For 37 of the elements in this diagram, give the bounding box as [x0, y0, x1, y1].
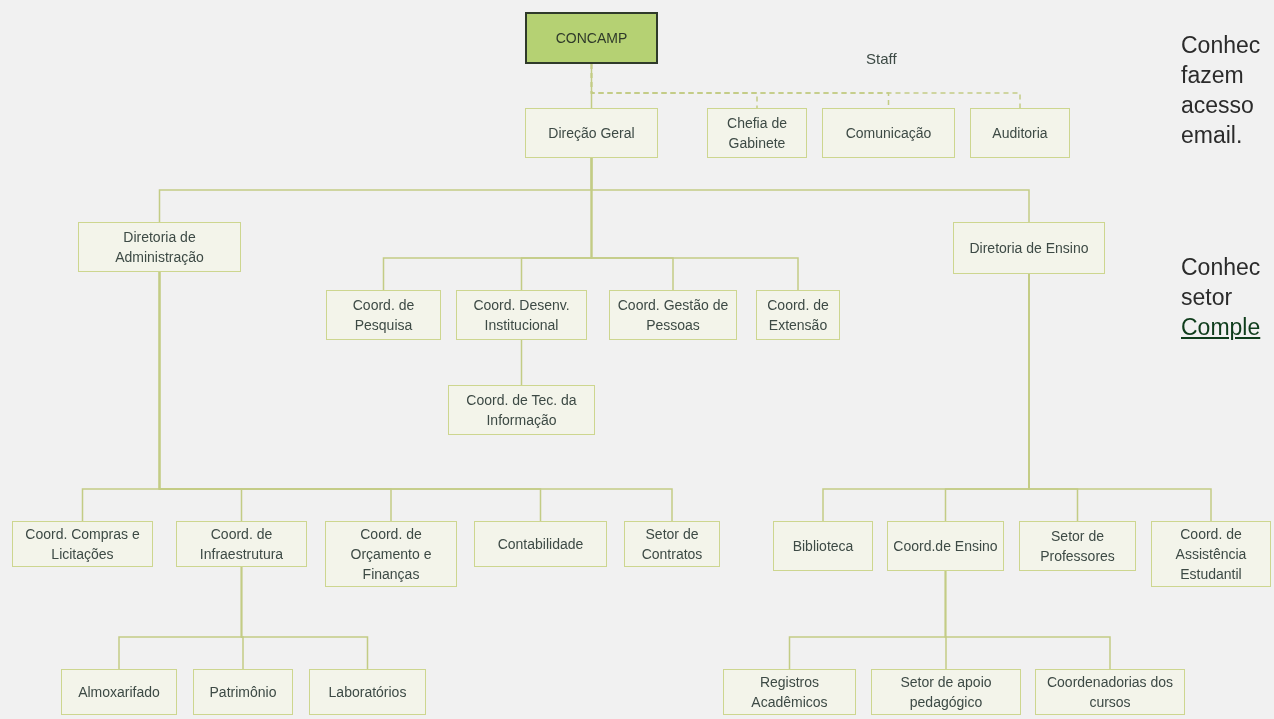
org-box: Setor de apoio pedagógico	[871, 669, 1021, 715]
connector-line	[520, 339, 523, 386]
org-box: Direção Geral	[525, 108, 658, 158]
org-box: Diretoria de Ensino	[953, 222, 1105, 274]
org-box: Coord.de Ensino	[887, 521, 1004, 571]
connector-line	[240, 566, 369, 670]
org-box: Coord. Gestão de Pessoas	[609, 290, 737, 340]
org-box: Comunicação	[822, 108, 955, 158]
org-box: Laboratórios	[309, 669, 426, 715]
org-box: Contabilidade	[474, 521, 607, 567]
org-box: Coord. de Infraestrutura	[176, 521, 307, 567]
org-box: Diretoria de Administração	[78, 222, 241, 272]
connector-line	[158, 271, 673, 522]
link: Comple	[1181, 313, 1261, 342]
org-box: Coord. de Pesquisa	[326, 290, 441, 340]
org-box: Auditoria	[970, 108, 1070, 158]
connector-line	[944, 570, 1111, 670]
org-box: Coord. Compras e Licitações	[12, 521, 153, 567]
org-box: Coord. de Extensão	[756, 290, 840, 340]
root-box: CONCAMP	[525, 12, 658, 64]
org-box: Coord. Desenv. Institucional	[456, 290, 587, 340]
org-box: Almoxarifado	[61, 669, 177, 715]
connector-line	[590, 63, 1021, 109]
org-box: Coord. de Tec. da Informação	[448, 385, 595, 435]
org-box: Patrimônio	[193, 669, 293, 715]
org-box: Coordenadorias dos cursos	[1035, 669, 1185, 715]
org-box: Coord. de Orçamento e Finanças	[325, 521, 457, 587]
org-box: Registros Acadêmicos	[723, 669, 856, 715]
staff-label: Staff	[866, 49, 897, 69]
org-box: Coord. de Assistência Estudantil	[1151, 521, 1271, 587]
connector-line	[590, 157, 1030, 223]
org-box: Chefia de Gabinete	[707, 108, 807, 158]
org-box: Biblioteca	[773, 521, 873, 571]
side-paragraph: Conhec fazem acesso email.	[1181, 31, 1262, 150]
org-box: Setor de Contratos	[624, 521, 720, 567]
org-box: Setor de Professores	[1019, 521, 1136, 571]
side-paragraph: Conhec setor	[1181, 253, 1262, 312]
